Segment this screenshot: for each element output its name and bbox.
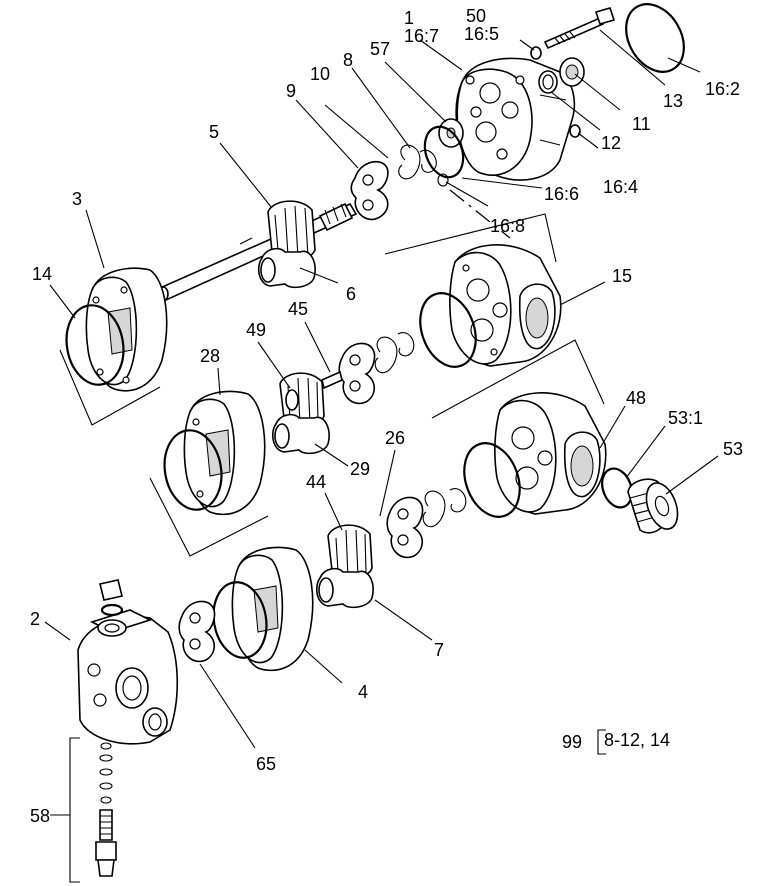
oring-part-15-seal: [419, 292, 477, 368]
seal-ring-part-16-2: [625, 3, 685, 73]
oring-part-4: [212, 581, 268, 659]
housing-part-48: [494, 392, 607, 515]
axis-line-1: [449, 189, 511, 239]
spring-seal-part-10: [398, 144, 437, 180]
callout-10: 10: [310, 64, 330, 84]
middle-housing-part-15: [449, 244, 562, 367]
callout-29: 29: [350, 459, 370, 479]
oring-part-48-seal: [463, 442, 521, 518]
gasket-part-45: [338, 342, 376, 405]
callout-14: 14: [32, 264, 52, 284]
callout-7: 7: [434, 640, 444, 660]
callout-48: 48: [626, 388, 646, 408]
callout-8: 8: [343, 50, 353, 70]
bracket-3: [59, 349, 161, 426]
bracket-58: [69, 737, 80, 883]
oring-part-8: [423, 125, 465, 179]
callout-16-7: 16:7: [404, 26, 439, 46]
spring-seal-part-26b: [422, 488, 467, 528]
callout-58: 58: [30, 806, 50, 826]
callout-57: 57: [370, 39, 390, 59]
callout-53-1: 53:1: [668, 408, 703, 428]
bracket-48: [431, 339, 605, 419]
washer-part-16-8: [437, 173, 449, 187]
callout-16-8: 16:8: [490, 216, 525, 236]
callout-16-4: 16:4: [603, 177, 638, 197]
callout-15: 15: [612, 266, 632, 286]
plate-part-65: [178, 600, 216, 663]
bolt-part-13: [543, 7, 616, 50]
housing-part-4: [231, 546, 314, 672]
bracket-28: [149, 477, 269, 557]
callout-4: 4: [358, 682, 368, 702]
gear-part-29: [271, 413, 330, 455]
leader-lines: [44, 29, 719, 749]
callout-44: 44: [306, 472, 326, 492]
fitting-part-53: [627, 478, 679, 534]
spring-seal-part-45b: [374, 332, 415, 374]
valve-body-part-2: [77, 609, 179, 745]
callout-26: 26: [385, 428, 405, 448]
callout-11: 11: [632, 114, 651, 134]
callout-3: 3: [72, 189, 82, 209]
oring-part-53-1: [601, 467, 633, 509]
callout-1: 1: [404, 8, 414, 28]
drive-shaft-part-5: [157, 202, 358, 302]
callout-5: 5: [209, 122, 219, 142]
gasket-part-26: [386, 496, 424, 559]
oring-part-28: [163, 429, 223, 511]
callout-50: 50: [466, 6, 486, 26]
callout-9: 9: [286, 81, 296, 101]
callout-6: 6: [346, 284, 356, 304]
plug-part-2a: [99, 579, 124, 617]
callout-65: 65: [256, 754, 276, 774]
callout-2: 2: [30, 609, 40, 629]
gasket-part-9: [350, 161, 389, 221]
callout-45: 45: [288, 299, 308, 319]
callout-12: 12: [601, 133, 621, 153]
callout-13: 13: [663, 91, 683, 111]
callout-16-2: 16:2: [705, 79, 740, 99]
callout-49: 49: [246, 320, 266, 340]
oring-part-14: [65, 304, 125, 386]
front-cover-part-3: [85, 267, 168, 392]
washer-part-16-4: [569, 124, 581, 138]
retaining-ring-part-12: [538, 70, 558, 94]
gear-part-7: [315, 567, 374, 609]
callout-53: 53: [723, 439, 743, 459]
kit-note: 99 8-12, 14: [562, 729, 670, 755]
kit-range: 8-12, 14: [604, 730, 670, 750]
kit-bracket: [597, 729, 606, 755]
relief-valve-part-58: [95, 742, 117, 877]
callout-28: 28: [200, 346, 220, 366]
bracket-15: [384, 213, 557, 263]
housing-part-28: [183, 390, 266, 516]
kit-number: 99: [562, 732, 582, 752]
gear-part-6: [257, 247, 316, 289]
shaft-seal-part-11: [559, 57, 585, 87]
callout-16-5: 16:5: [464, 24, 499, 44]
callout-16-6: 16:6: [544, 184, 579, 204]
